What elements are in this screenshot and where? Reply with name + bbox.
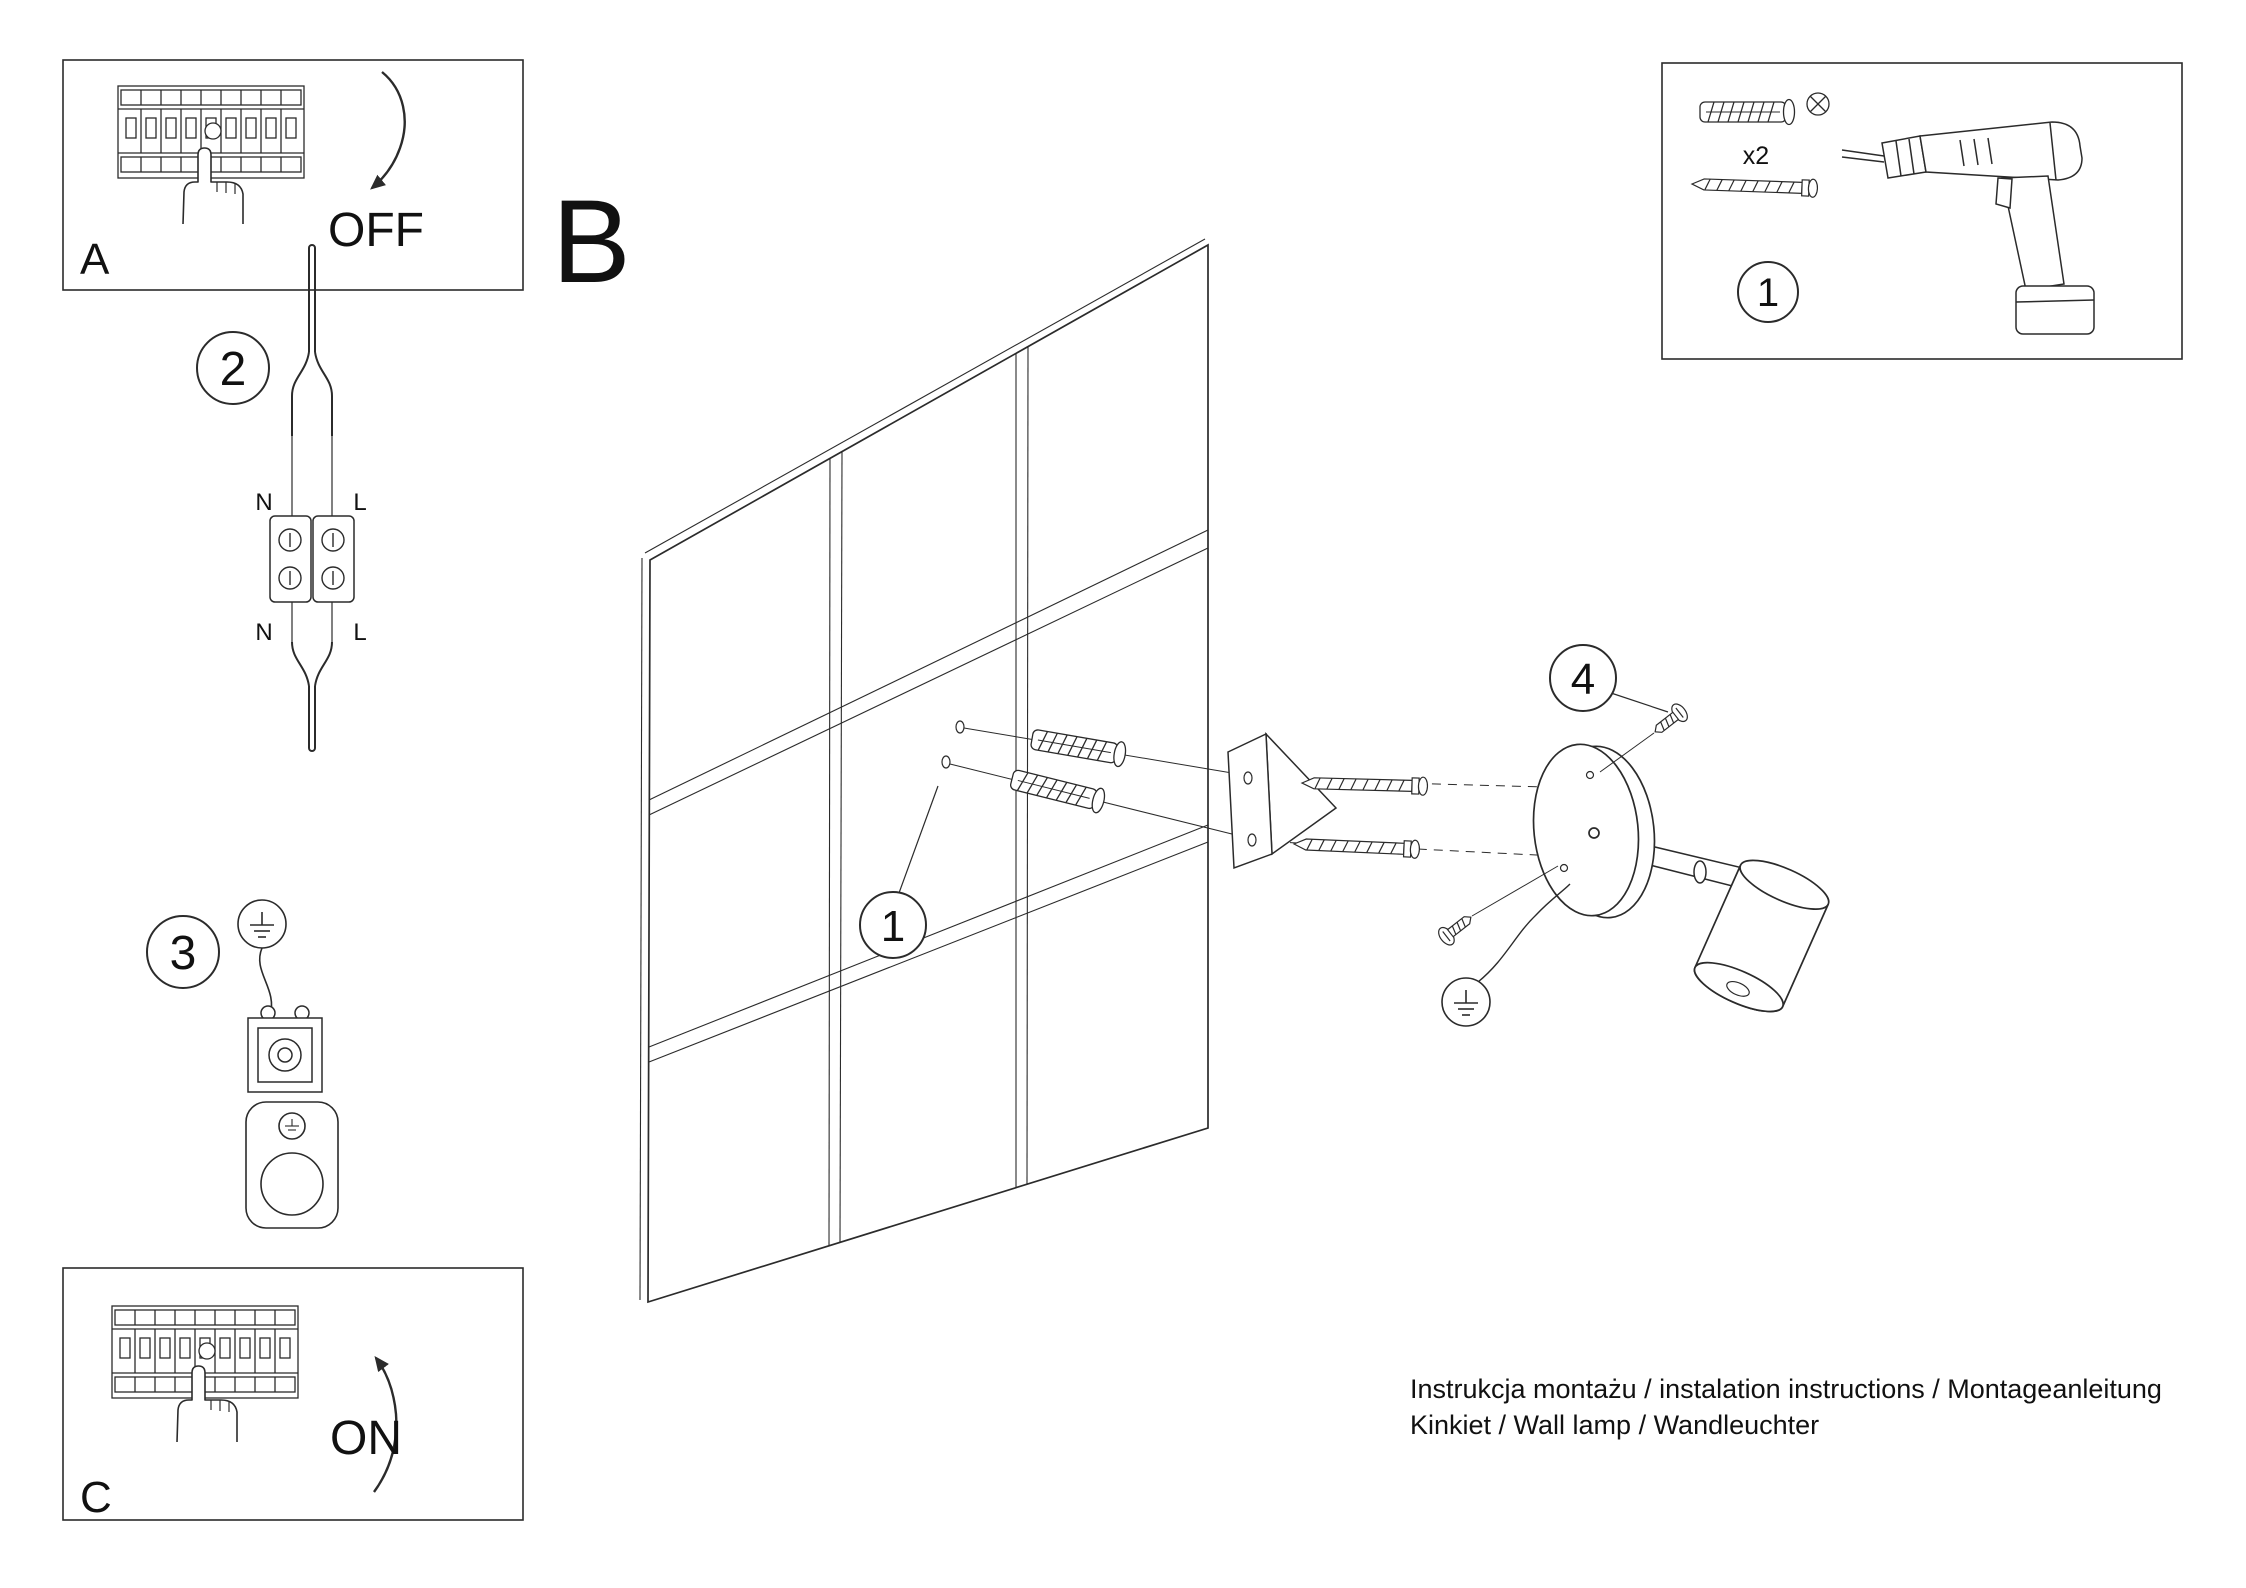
screw-guide-line [1471,865,1559,917]
anchor-end-view-icon [1806,92,1830,116]
panel-c: ON C [62,1267,524,1522]
panel-a: OFF A [62,59,524,291]
arrow-up-icon [373,1355,398,1493]
step-4-marker: 4 [1549,644,1669,713]
screw-icon [1648,700,1692,741]
section-b-letter: B [552,176,631,308]
screw-icon [1434,908,1478,949]
lamp-holder [245,1101,339,1229]
wall-tiles [639,238,1209,1304]
mounting-bracket [1227,732,1338,870]
on-label: ON [330,1412,402,1465]
terminal-block [247,1005,323,1093]
step-2-number: 2 [220,343,247,396]
step-2-wiring: 2 N L N L [196,244,367,752]
step-1-marker: 1 [859,785,939,959]
parts-step-circle [1737,261,1799,323]
wire-label-l-top: L [353,489,366,516]
step-1-circle [859,891,927,959]
drill-hole [941,755,951,769]
screw-guide-line [1599,732,1655,773]
wiring-diagram [269,244,355,752]
step-4-number: 4 [1571,655,1595,704]
step-3-grounding: 3 [146,899,339,1229]
ground-icon [237,899,287,949]
ground-wire [1477,883,1571,983]
drill-icon [1841,121,2095,335]
lamp-shade [1693,859,1830,1013]
step-1-number: 1 [881,902,905,951]
off-label: OFF [328,204,424,257]
wire-label-l-bottom: L [353,619,366,646]
arrow-down-icon [370,71,406,190]
footer-text: Instrukcja montażu / instalation instruc… [1410,1374,2162,1440]
footer-line-2: Kinkiet / Wall lamp / Wandleuchter [1410,1410,1819,1440]
panel-a-letter: A [80,235,110,284]
step-4-circle [1549,644,1617,712]
parts-box: x2 1 [1661,62,2183,360]
tile-seams [648,346,1209,1247]
step-3-number: 3 [170,927,197,980]
screw-icon [1293,834,1421,860]
anchor-count-label: x2 [1743,142,1769,170]
wire-label-n-bottom: N [255,619,272,646]
step-2-circle [196,331,270,405]
panel-c-letter: C [80,1473,112,1522]
footer-line-1: Instrukcja montażu / instalation instruc… [1410,1374,2162,1404]
step-3-circle [146,915,220,989]
wire-label-n-top: N [255,489,272,516]
wall-anchor-icon [1699,98,1796,126]
canopy [1532,743,1656,919]
parts-step-number: 1 [1757,271,1779,315]
drill-hole [955,720,965,734]
ground-icon [1441,977,1491,1027]
